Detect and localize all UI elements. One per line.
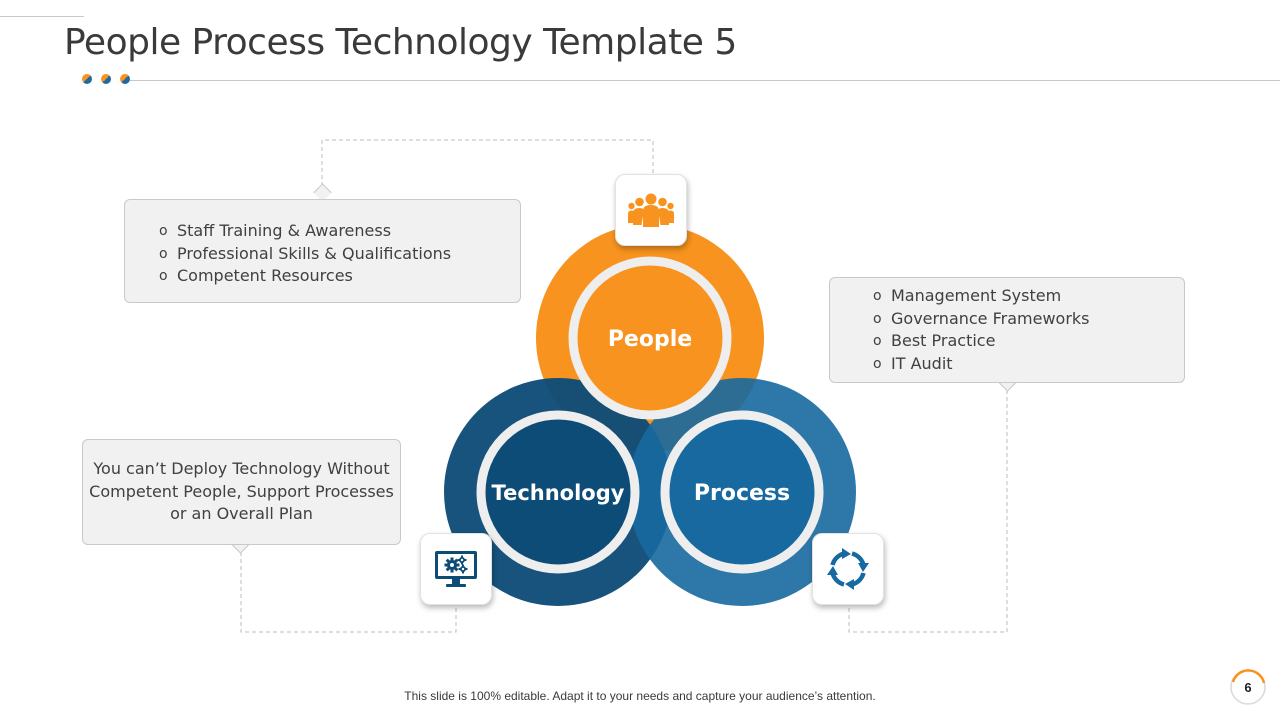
title-rule: [130, 80, 1280, 81]
monitor-gears-icon: [435, 551, 477, 587]
technology-inner-circle: [476, 410, 640, 574]
slide-title: People Process Technology Template 5: [64, 22, 737, 63]
process-inner-circle: [660, 410, 824, 574]
people-inner-circle: [568, 256, 732, 420]
technology-icon-tile: [420, 533, 492, 605]
page-number-ring: [1230, 669, 1266, 705]
title-dot: [120, 74, 130, 84]
title-dot: [82, 74, 92, 84]
title-dot: [101, 74, 111, 84]
page-number-badge: 6: [1229, 668, 1267, 706]
technology-callout-text: You can’t Deploy Technology Without Comp…: [89, 459, 394, 523]
footer-note: This slide is 100% editable. Adapt it to…: [404, 689, 876, 703]
connector-technology: [240, 552, 457, 633]
process-icon-tile: [812, 533, 884, 605]
technology-label: Technology: [492, 481, 625, 505]
process-label: Process: [694, 481, 790, 506]
connector-people: [321, 139, 654, 186]
people-icon-tile: [615, 174, 687, 246]
page-number: 6: [1244, 679, 1252, 695]
technology-callout-box: You can’t Deploy Technology Without Comp…: [82, 439, 401, 545]
cycle-arrows-icon: [827, 548, 869, 590]
title-dots-decoration: [82, 74, 134, 86]
people-label: People: [608, 327, 692, 352]
people-group-icon: [628, 193, 674, 227]
header-accent-line: [0, 16, 84, 17]
connector-lines: [240, 139, 1008, 633]
connector-process: [848, 390, 1008, 633]
